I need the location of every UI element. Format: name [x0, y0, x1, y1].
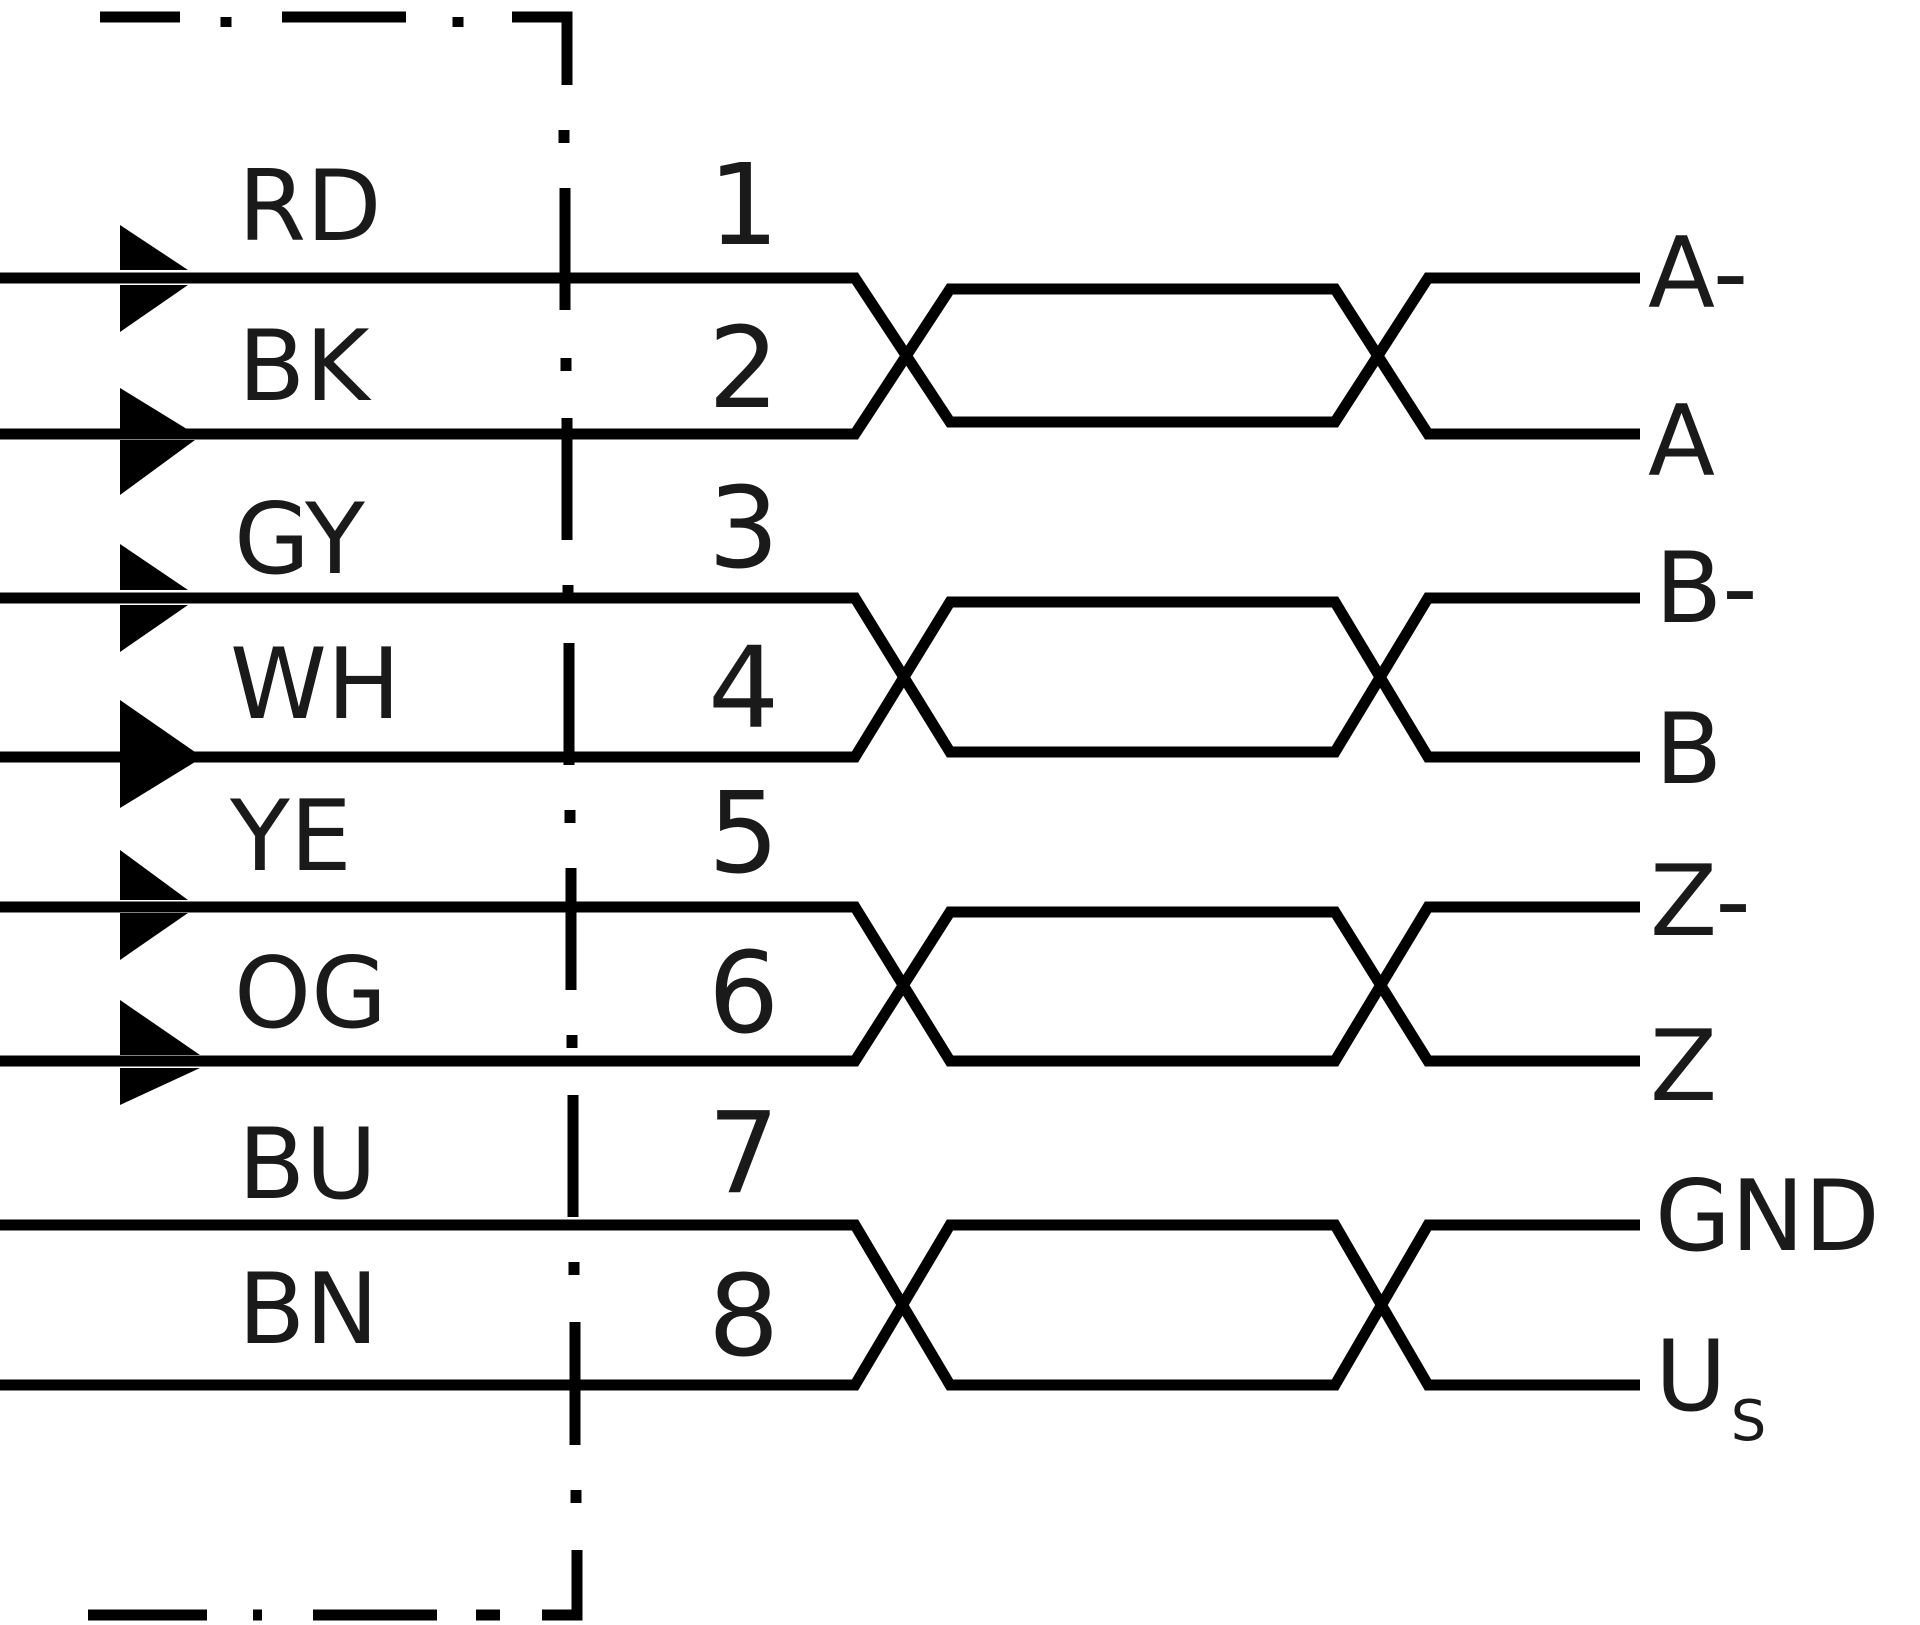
arrow-icon — [120, 913, 188, 960]
signal-label-1: A- — [1648, 217, 1748, 331]
pin-numbers: 1 2 3 4 5 6 7 8 — [708, 141, 779, 1382]
arrow-icon — [120, 1068, 200, 1105]
housing-boundary — [88, 11, 583, 1621]
pin-number-6: 6 — [708, 929, 779, 1059]
wire-pairs — [0, 225, 1640, 1391]
wire-color-6: OG — [234, 937, 387, 1051]
signal-label-7: GND — [1655, 1160, 1880, 1274]
arrow-icon — [120, 285, 188, 332]
arrow-icon — [120, 1000, 200, 1055]
pin-number-1: 1 — [708, 141, 779, 271]
pin-number-8: 8 — [708, 1252, 779, 1382]
signal-label-8: US — [1655, 1320, 1766, 1454]
wire-color-4: WH — [230, 628, 401, 742]
wire-color-2: BK — [238, 310, 372, 424]
signal-label-2: A — [1648, 385, 1715, 499]
arrow-icon — [120, 762, 195, 808]
arrow-icon — [120, 850, 188, 900]
signal-label-4: B — [1655, 693, 1722, 807]
arrow-icon — [120, 700, 195, 752]
pin-number-2: 2 — [708, 304, 779, 434]
pin-number-4: 4 — [708, 624, 779, 754]
arrow-icon — [120, 225, 188, 270]
wire-color-1: RD — [238, 150, 382, 264]
signal-label-8-main: U — [1655, 1320, 1727, 1434]
wire-color-5: YE — [229, 780, 352, 894]
signal-label-5: Z- — [1650, 845, 1751, 959]
wire-1 — [0, 272, 1640, 428]
wire-2 — [0, 283, 1640, 440]
wire-6 — [0, 906, 1640, 1067]
arrow-icon — [120, 605, 188, 652]
wire-4 — [0, 596, 1640, 763]
signal-labels: A- A B- B Z- Z GND US — [1648, 217, 1880, 1454]
wire-color-7: BU — [238, 1108, 377, 1222]
arrow-icon — [120, 544, 188, 590]
signal-label-3: B- — [1655, 532, 1758, 646]
wire-color-3: GY — [234, 483, 366, 597]
wire-5 — [0, 901, 1640, 1067]
pin-number-5: 5 — [708, 769, 779, 899]
wire-colors: RD BK GY WH YE OG BU BN — [229, 150, 401, 1367]
wire-8 — [0, 1219, 1640, 1391]
arrow-icon — [120, 440, 195, 495]
wire-color-8: BN — [238, 1253, 379, 1367]
wire-3 — [0, 592, 1640, 758]
arrow-icon — [120, 388, 195, 434]
pin-number-7: 7 — [708, 1089, 779, 1219]
signal-label-8-sub: S — [1731, 1389, 1767, 1454]
pin-number-3: 3 — [708, 464, 779, 594]
wire-7 — [0, 1219, 1640, 1391]
signal-label-6: Z — [1650, 1010, 1717, 1124]
